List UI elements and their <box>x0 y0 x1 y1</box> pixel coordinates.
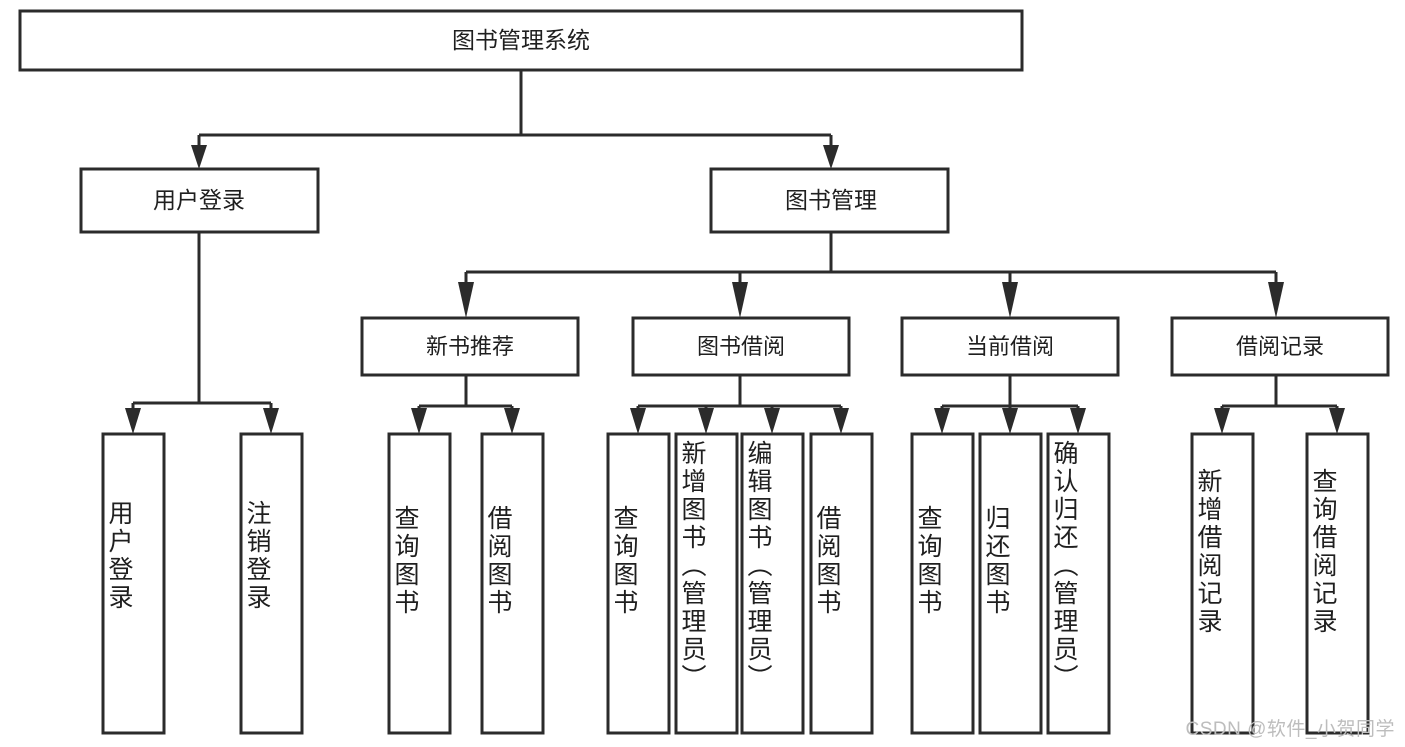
node-new-book-recommend[interactable]: 新书推荐 <box>360 316 580 377</box>
node-book-borrow-label: 图书借阅 <box>697 334 785 359</box>
arrow-current-leaf-1 <box>934 408 950 434</box>
arrow-to-book-manage <box>823 145 839 169</box>
arrow-record-leaf-2 <box>1329 408 1345 434</box>
node-borrow-record-box[interactable] <box>1170 316 1390 377</box>
leaf-box-new-book-2[interactable] <box>480 432 545 735</box>
arrow-to-borrow-record <box>1268 282 1284 318</box>
arrow-record-leaf-1 <box>1214 408 1230 434</box>
node-new-book-recommend-box[interactable] <box>360 316 580 377</box>
node-user-login-box[interactable] <box>79 167 320 234</box>
arrow-to-user-login <box>191 145 207 169</box>
arrow-borrow-leaf-1 <box>630 408 646 434</box>
leaf-box-book-borrow-1[interactable] <box>606 432 671 735</box>
leaf-box-user-login-1[interactable] <box>101 432 166 735</box>
arrow-to-current-borrow <box>1002 282 1018 318</box>
arrow-borrow-leaf-2 <box>698 408 714 434</box>
leaf-box-book-borrow-3[interactable] <box>740 432 805 735</box>
node-root-label: 图书管理系统 <box>452 27 590 53</box>
node-book-manage-label: 图书管理 <box>785 187 877 213</box>
leaf-box-current-borrow-2[interactable] <box>978 432 1043 735</box>
node-new-book-recommend-label: 新书推荐 <box>426 334 514 359</box>
arrow-newbook-leaf-1 <box>411 408 427 434</box>
leaf-box-current-borrow-3[interactable] <box>1046 432 1111 735</box>
node-borrow-record[interactable]: 借阅记录 <box>1170 316 1390 377</box>
node-current-borrow[interactable]: 当前借阅 <box>900 316 1120 377</box>
leaf-box-book-borrow-2[interactable] <box>674 432 739 735</box>
node-book-borrow-box[interactable] <box>631 316 851 377</box>
arrow-newbook-leaf-2 <box>504 408 520 434</box>
arrow-current-leaf-3 <box>1070 408 1086 434</box>
arrow-userlogin-leaf-1 <box>125 408 141 434</box>
csdn-watermark: CSDN @软件_小贺同学 <box>1185 719 1395 740</box>
node-current-borrow-label: 当前借阅 <box>966 334 1054 359</box>
leaf-box-new-book-1[interactable] <box>387 432 452 735</box>
leaf-box-current-borrow-1[interactable] <box>910 432 975 735</box>
node-user-login[interactable]: 用户登录 <box>79 167 320 234</box>
node-root-box[interactable] <box>18 9 1024 72</box>
node-borrow-record-label: 借阅记录 <box>1236 334 1324 359</box>
node-current-borrow-box[interactable] <box>900 316 1120 377</box>
arrow-current-leaf-2 <box>1002 408 1018 434</box>
arrow-to-book-borrow <box>732 282 748 318</box>
node-root[interactable]: 图书管理系统 <box>18 9 1024 72</box>
arrow-borrow-leaf-4 <box>833 408 849 434</box>
node-book-borrow[interactable]: 图书借阅 <box>631 316 851 377</box>
node-book-manage[interactable]: 图书管理 <box>709 167 950 234</box>
connector-layer <box>125 70 1345 434</box>
leaf-box-user-login-2[interactable] <box>239 432 304 735</box>
leaf-box-book-borrow-4[interactable] <box>809 432 874 735</box>
leaf-box-borrow-record-2[interactable] <box>1305 432 1370 735</box>
leaf-box-borrow-record-1[interactable] <box>1190 432 1255 735</box>
arrow-userlogin-leaf-2 <box>263 408 279 434</box>
arrow-to-new-book <box>458 282 474 318</box>
node-book-manage-box[interactable] <box>709 167 950 234</box>
arrow-borrow-leaf-3 <box>764 408 780 434</box>
node-user-login-label: 用户登录 <box>153 187 245 213</box>
